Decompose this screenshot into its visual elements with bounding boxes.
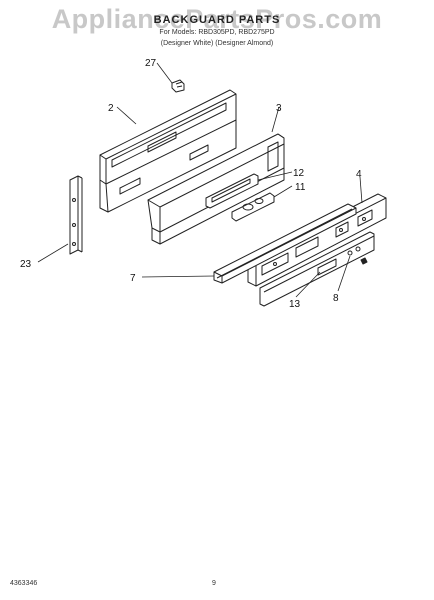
callout-8: 8 xyxy=(333,293,339,304)
part-2-rear-panel xyxy=(99,89,237,213)
callout-7: 7 xyxy=(130,273,136,284)
document-number: 4363346 xyxy=(10,580,38,587)
leader-lines xyxy=(37,62,363,298)
variant-line: (Designer White) (Designer Almond) xyxy=(160,40,274,47)
page-number: 9 xyxy=(212,580,216,587)
callout-4: 4 xyxy=(356,169,362,180)
part-7-trim-strip xyxy=(213,203,357,284)
part-23-side-bracket xyxy=(69,175,83,255)
callout-23: 23 xyxy=(20,259,32,270)
callout-3: 3 xyxy=(276,103,282,114)
part-12-gasket xyxy=(205,173,259,209)
callout-27: 27 xyxy=(145,58,157,69)
diagram-title: BACKGUARD PARTS xyxy=(153,14,281,26)
part-8-screw xyxy=(360,257,368,265)
callout-2: 2 xyxy=(108,103,114,114)
part-3-front-frame xyxy=(147,133,285,245)
part-27-clip xyxy=(171,79,185,93)
part-13-overlay xyxy=(259,231,375,307)
callout-11: 11 xyxy=(295,182,306,193)
part-11-window xyxy=(231,192,275,222)
diagram-header: BACKGUARD PARTS For Models: RBD305PD, RB… xyxy=(0,14,434,48)
callout-12: 12 xyxy=(293,168,305,179)
model-line: For Models: RBD305PD, RBD275PD xyxy=(159,29,275,36)
watermark: AppliancePartsPros.com xyxy=(51,4,383,34)
callout-13: 13 xyxy=(289,299,301,310)
part-4-control-panel xyxy=(247,193,387,287)
